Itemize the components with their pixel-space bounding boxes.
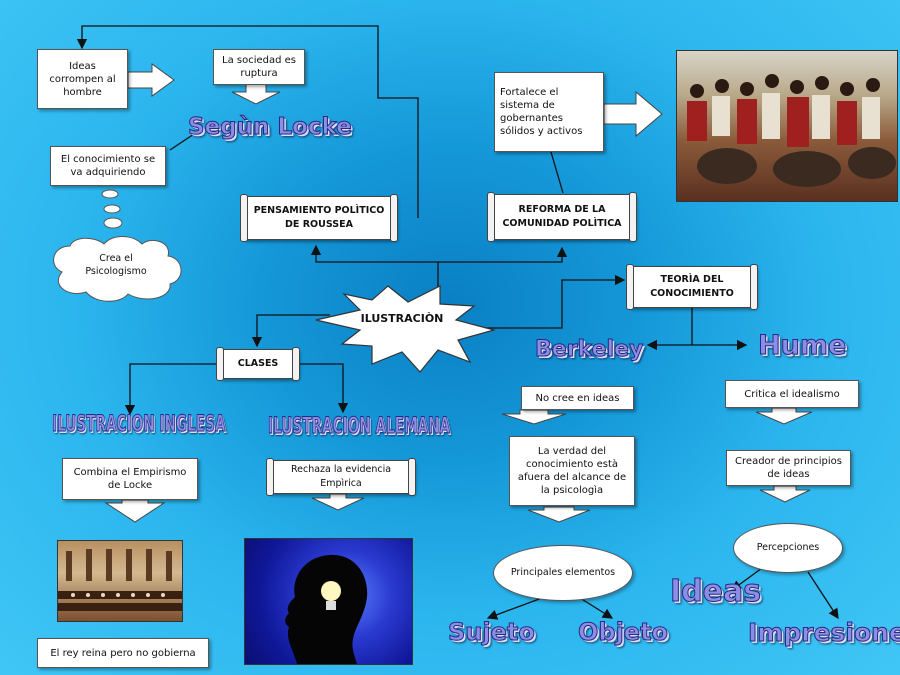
lightbulb-head-icon <box>285 554 368 664</box>
teoria-text: TEORÌA DEL CONOCIMIENTO <box>650 274 734 299</box>
conocimiento-box: El conocimiento se va adquiriendo <box>50 146 166 186</box>
reforma-text: REFORMA DE LA COMUNIDAD POLÌTICA <box>502 204 622 229</box>
no-cree-box: No cree en ideas <box>521 386 634 410</box>
principales-oval: Principales elementos <box>493 545 633 601</box>
critica-text: Critica el idealismo <box>744 388 840 400</box>
combina-text: Combina el Empirismo de Locke <box>73 467 187 491</box>
block-arrow-down-icon <box>231 83 281 105</box>
parliament-painting <box>57 540 183 622</box>
objeto-title: Objeto <box>577 618 669 647</box>
conocimiento-text: El conocimiento se va adquiriendo <box>60 154 156 178</box>
thought-bubble-dot <box>101 189 119 199</box>
block-arrow-down-icon <box>311 493 365 511</box>
reforma-scroll: REFORMA DE LA COMUNIDAD POLÌTICA <box>487 192 637 242</box>
rey-box: El rey reina pero no gobierna <box>37 638 209 668</box>
parliament-figures <box>58 549 182 611</box>
clases-scroll: CLASES <box>216 347 300 381</box>
block-arrow-right-icon <box>603 90 663 138</box>
verdad-text: La verdad del conocimiento està afuera d… <box>517 446 627 496</box>
sujeto-title: Sujeto <box>448 618 536 647</box>
combina-box: Combina el Empirismo de Locke <box>62 458 198 500</box>
rechaza-scroll: Rechaza la evidencia Empìrica <box>266 458 416 496</box>
segun-locke-title: Segùn Locke <box>188 114 353 141</box>
locke-idea-box-1: Ideas corrompen al hombre <box>37 49 128 109</box>
thought-cloud-icon <box>53 236 182 302</box>
rey-text: El rey reina pero no gobierna <box>50 647 196 659</box>
creador-text: Creador de principios de ideas <box>735 456 842 480</box>
block-arrow-down-icon <box>755 407 813 425</box>
painting-figures <box>687 74 896 187</box>
pensamiento-text: PENSAMIENTO POLÌTICO DE ROUSSEA <box>253 205 385 230</box>
pensamiento-scroll: PENSAMIENTO POLÌTICO DE ROUSSEA <box>240 194 398 242</box>
principales-text: Principales elementos <box>510 567 616 578</box>
verdad-box: La verdad del conocimiento està afuera d… <box>509 436 635 506</box>
block-arrow-down-icon <box>501 409 567 425</box>
percepciones-oval: Percepciones <box>733 523 843 573</box>
locke-idea-text-1: Ideas corrompen al hombre <box>49 60 116 98</box>
center-title: ILUSTRACIÒN <box>360 312 444 325</box>
critica-box: Critica el idealismo <box>725 380 859 408</box>
ilustracion-alemana-title: ILUSTRACION ALEMANA <box>268 414 451 440</box>
locke-idea-text-2: La sociedad es ruptura <box>222 55 296 79</box>
block-arrow-right-icon <box>127 63 175 97</box>
hume-title: Hume <box>757 330 847 362</box>
block-arrow-down-icon <box>104 499 166 523</box>
ideas-title: Ideas <box>669 574 762 610</box>
block-arrow-down-icon <box>527 506 591 523</box>
clases-text: CLASES <box>237 358 279 369</box>
thought-bubble-dot <box>103 204 121 214</box>
ilustracion-inglesa-title: ILUSTRACION INGLESA <box>52 412 226 438</box>
block-arrow-down-icon <box>759 485 811 503</box>
impresiones-title: Impresiones <box>748 618 900 648</box>
teoria-scroll: TEORÌA DEL CONOCIMIENTO <box>626 264 758 310</box>
explosion-shape-icon <box>315 285 497 373</box>
percepciones-text: Percepciones <box>756 542 820 553</box>
no-cree-text: No cree en ideas <box>535 392 620 404</box>
fortalece-text: Fortalece el sistema de gobernantes sóli… <box>500 87 583 137</box>
psicologismo-text: Crea el Psicologismo <box>85 253 147 277</box>
lightbulb-head-image <box>244 538 413 665</box>
creador-box: Creador de principios de ideas <box>726 450 851 486</box>
locke-idea-box-2: La sociedad es ruptura <box>213 49 305 85</box>
thought-bubble-dot <box>103 217 123 229</box>
berkeley-title: Berkeley <box>534 337 644 363</box>
revolution-painting <box>676 50 898 202</box>
fortalece-box: Fortalece el sistema de gobernantes sóli… <box>494 72 604 152</box>
rechaza-text: Rechaza la evidencia Empìrica <box>290 464 392 489</box>
